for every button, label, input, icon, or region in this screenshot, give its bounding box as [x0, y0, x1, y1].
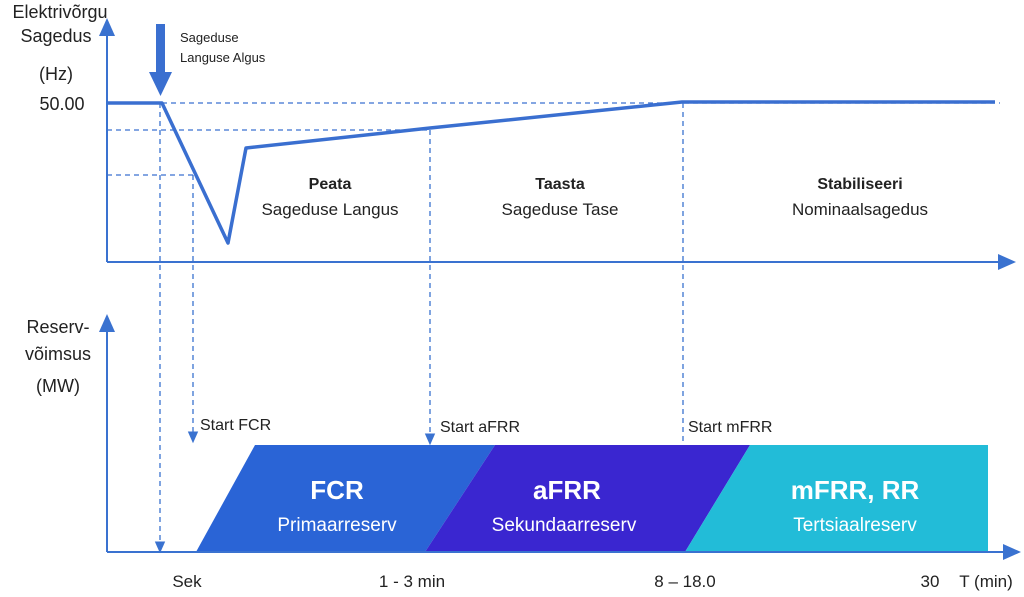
x-tick-8-18: 8 – 18.0: [654, 572, 715, 591]
phase-2-subtitle: Sageduse Tase: [502, 200, 619, 219]
x-tick-sek: Sek: [172, 572, 202, 591]
event-arrow-icon: [149, 24, 172, 96]
start-fcr-label: Start FCR: [200, 417, 271, 434]
event-label-1: Sageduse: [180, 30, 239, 45]
frequency-curve: [108, 100, 995, 245]
afrr-subtitle: Sekundaarreserv: [492, 515, 637, 536]
top-y-label-1: Elektrivõrgu: [12, 2, 107, 22]
bottom-y-label-2: võimsus: [25, 344, 91, 364]
bottom-y-label-1: Reserv-: [26, 317, 89, 337]
mfrr-subtitle: Tertsiaalreserv: [793, 515, 917, 536]
start-mfrr-label: Start mFRR: [688, 419, 772, 436]
x-axis-label: T (min): [959, 572, 1013, 591]
start-afrr-label: Start aFRR: [440, 419, 520, 436]
phase-2-title: Taasta: [535, 176, 585, 193]
fcr-subtitle: Primaarreserv: [277, 515, 397, 536]
top-y-tick-50: 50.00: [39, 94, 84, 114]
x-tick-1-3-min: 1 - 3 min: [379, 572, 445, 591]
mfrr-block: [685, 445, 988, 552]
bottom-y-unit: (MW): [36, 376, 80, 396]
x-tick-30: 30: [921, 572, 940, 591]
mfrr-title: mFRR, RR: [791, 475, 920, 505]
phase-1-subtitle: Sageduse Langus: [261, 200, 398, 219]
top-y-unit: (Hz): [39, 64, 73, 84]
event-label-2: Languse Algus: [180, 50, 266, 65]
phase-1-title: Peata: [309, 176, 352, 193]
phase-3-title: Stabiliseeri: [817, 176, 902, 193]
afrr-title: aFRR: [533, 475, 601, 505]
top-y-label-2: Sagedus: [20, 26, 91, 46]
afrr-block: [425, 445, 750, 552]
phase-3-subtitle: Nominaalsagedus: [792, 200, 928, 219]
fcr-block: [196, 445, 495, 552]
fcr-title: FCR: [310, 475, 364, 505]
